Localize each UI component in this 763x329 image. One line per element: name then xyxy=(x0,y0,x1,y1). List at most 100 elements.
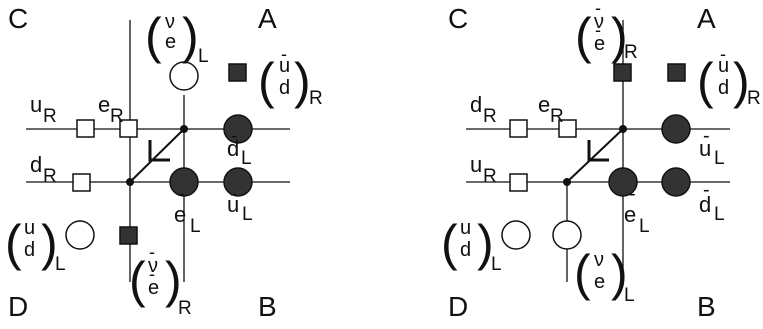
vertex-dot xyxy=(563,178,571,186)
filled-circle-dbar-l xyxy=(661,167,691,197)
label-dbar-l-sub: L xyxy=(241,148,252,169)
open-square-e-r xyxy=(119,119,138,138)
doublet-upper: ν xyxy=(148,255,158,277)
doublet-lower: d xyxy=(460,239,471,261)
doublet-right-paren: ) xyxy=(477,215,494,271)
corner-label-a: A xyxy=(258,3,277,34)
doublet-upper: u xyxy=(279,55,290,77)
doublet-sub: R xyxy=(309,88,323,109)
axis-arrow-head-2 xyxy=(587,140,609,162)
filled-square-lepton-doublet-r xyxy=(119,226,138,245)
label-ebar-l-main: e xyxy=(624,202,636,227)
label-ubar-l-bar: - xyxy=(703,125,710,147)
doublet-sub: L xyxy=(198,46,209,67)
label-e-r-sub: R xyxy=(110,106,124,127)
label-ebar-l-sub: L xyxy=(190,216,201,237)
label-e-r-sub: R xyxy=(550,106,564,127)
label-ebar-l-bar: - xyxy=(629,183,636,205)
doublet-upper-bar: - xyxy=(595,0,601,18)
doublet-left-quark-l: ( u d ) L xyxy=(5,215,66,275)
doublet-upper: u xyxy=(460,217,471,239)
doublet-sub: R xyxy=(178,298,192,319)
vertex-dot xyxy=(619,125,627,133)
doublet-top-lepton-r: ( - ν - e ) R xyxy=(575,0,638,64)
doublet-bottom-lepton-r: ( - ν - e ) R xyxy=(129,242,192,319)
doublet-lower: d xyxy=(718,77,729,99)
doublet-left-paren: ( xyxy=(258,53,275,109)
filled-circle-ubar-l xyxy=(223,167,253,197)
doublet-sub: L xyxy=(55,254,66,275)
doublet-right-paren: ) xyxy=(41,215,58,271)
label-ubar-l-bar: - xyxy=(230,183,237,205)
doublet-right-quark-r: ( - u d ) R xyxy=(258,44,323,109)
doublet-right-paren: ) xyxy=(611,245,628,301)
doublet-right-paren: ) xyxy=(733,53,750,109)
doublet-upper: ν xyxy=(594,11,604,33)
doublet-lower: d xyxy=(279,77,290,99)
doublet-left-paren: ( xyxy=(129,252,146,308)
vertex-dot xyxy=(180,125,188,133)
doublet-upper: ν xyxy=(594,249,604,271)
doublet-right-quark-r: ( - u d ) R xyxy=(697,44,761,109)
doublet-right-paren: ) xyxy=(182,8,199,64)
doublet-left-paren: ( xyxy=(575,8,592,64)
corner-label-d: D xyxy=(8,291,28,322)
label-ebar-l-sub: L xyxy=(639,216,650,237)
label-ubar-l-main: u xyxy=(699,136,711,161)
label-d-r-main: d xyxy=(470,92,482,117)
corner-label-b: B xyxy=(697,291,716,322)
label-ubar-l-main: u xyxy=(227,192,239,217)
doublet-sub: L xyxy=(491,254,502,275)
doublet-bottom-lepton-l: ( ν e ) L xyxy=(574,245,635,306)
label-ubar-l-sub: L xyxy=(714,148,725,169)
panel-1-corners: C A D B xyxy=(8,3,277,322)
filled-square-quark-doublet-r xyxy=(228,63,247,82)
doublet-lower-bar: - xyxy=(149,264,155,284)
open-circle-lepton-doublet-l xyxy=(169,61,199,91)
corner-label-c: C xyxy=(8,3,28,34)
label-ebar-l-main: e xyxy=(174,202,186,227)
open-circle-quark-doublet-l xyxy=(501,220,531,250)
doublet-sub: R xyxy=(747,88,761,109)
label-dbar-l-bar: - xyxy=(231,125,238,147)
doublet-left-paren: ( xyxy=(441,215,458,271)
label-u-r-main: u xyxy=(470,152,482,177)
doublet-upper: u xyxy=(718,55,729,77)
filled-circle-dbar-l xyxy=(223,114,253,144)
label-dbar-l-main: d xyxy=(699,192,711,217)
doublet-upper: ν xyxy=(165,11,175,33)
doublet-lower: d xyxy=(24,239,35,261)
filled-circle-ubar-l xyxy=(661,114,691,144)
label-u-r-sub: R xyxy=(43,106,57,127)
doublet-right-paren: ) xyxy=(611,8,628,64)
doublet-sub: R xyxy=(624,42,638,63)
open-square-u-r xyxy=(76,119,95,138)
doublet-upper: u xyxy=(24,217,35,239)
doublet-left-paren: ( xyxy=(697,53,714,109)
doublet-upper-bar: - xyxy=(149,242,155,262)
corner-label-b: B xyxy=(258,291,277,322)
doublet-upper-bar: - xyxy=(720,44,726,64)
doublet-lower: e xyxy=(594,271,605,293)
filled-square-quark-doublet-r xyxy=(667,63,686,82)
filled-square-lepton-doublet-r xyxy=(613,63,632,82)
corner-label-c: C xyxy=(448,3,468,34)
doublet-lower: e xyxy=(165,31,176,53)
doublet-lower-bar: - xyxy=(595,20,601,40)
filled-circle-ebar-l xyxy=(608,167,638,197)
doublet-left-quark-l: ( u d ) L xyxy=(441,215,502,275)
doublet-left-paren: ( xyxy=(145,8,162,64)
doublet-right-paren: ) xyxy=(165,252,182,308)
open-circle-lepton-doublet-l xyxy=(552,220,582,250)
doublet-left-paren: ( xyxy=(5,215,22,271)
label-d-r-main: d xyxy=(30,152,42,177)
label-dbar-l-sub: L xyxy=(714,204,725,225)
corner-label-d: D xyxy=(448,291,468,322)
open-circle-quark-doublet-l xyxy=(65,220,95,250)
label-d-r-sub: R xyxy=(43,166,57,187)
filled-circle-ebar-l xyxy=(169,167,199,197)
label-dbar-l-main: d xyxy=(227,136,239,161)
open-square-u-r xyxy=(509,173,528,192)
label-u-r-main: u xyxy=(30,92,42,117)
